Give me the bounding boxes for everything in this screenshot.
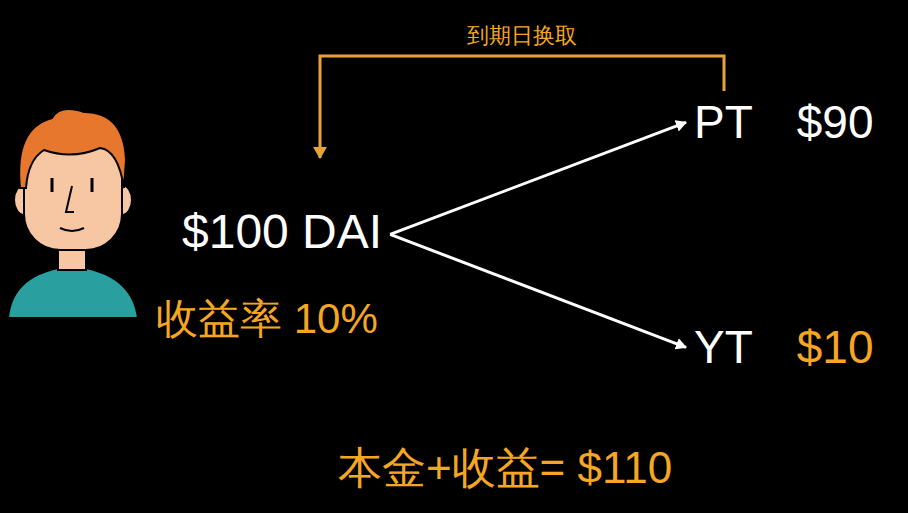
- redeem-bracket-arrow: [320, 56, 724, 158]
- node-text: YT: [694, 322, 753, 373]
- token-node: YT $10: [694, 320, 874, 374]
- total-label: 本金+收益= $110: [338, 444, 672, 492]
- person-illustration: [0, 0, 150, 330]
- nose: [66, 186, 74, 212]
- mouth: [60, 228, 84, 231]
- eye: [51, 178, 54, 192]
- token-node: PT $90: [694, 95, 874, 149]
- shirt: [8, 266, 138, 318]
- node-text: $90: [797, 97, 874, 148]
- yield-label: 收益率 10%: [156, 296, 378, 342]
- node-text: PT: [694, 97, 753, 148]
- eye: [91, 178, 94, 192]
- node-text: $100 DAI: [182, 206, 382, 259]
- amount-node: $100 DAI: [182, 160, 382, 259]
- split-arrow: [390, 234, 686, 347]
- edge-label: 到期日换取: [463, 24, 581, 48]
- hair: [19, 109, 126, 188]
- node-text: $10: [797, 322, 874, 373]
- split-arrow: [390, 122, 686, 234]
